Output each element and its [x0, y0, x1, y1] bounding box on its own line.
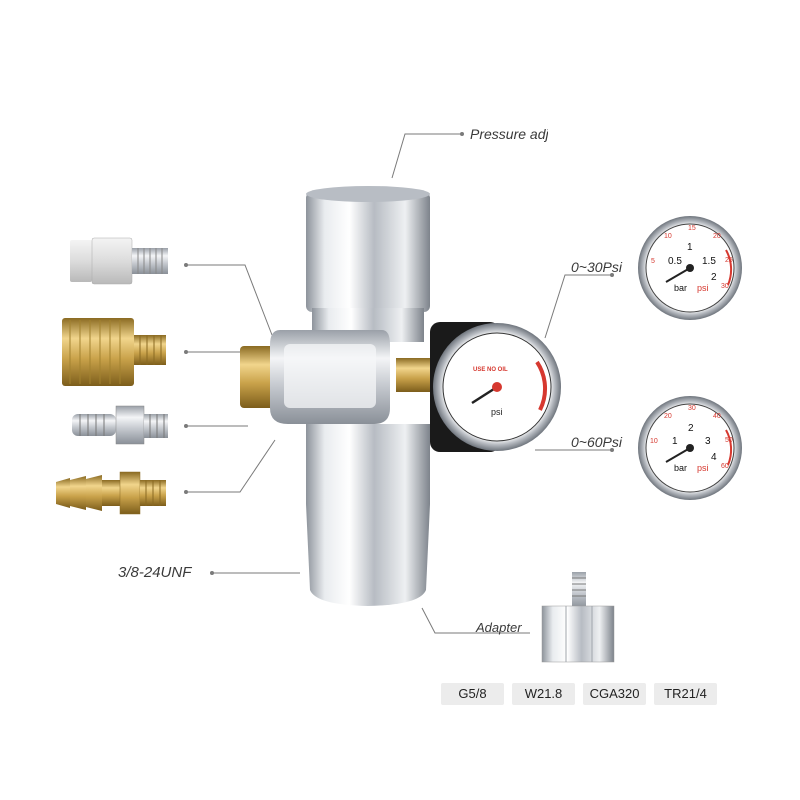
center-gauge-unit: psi — [491, 407, 503, 417]
pressure-adjust-label: Pressure adju — [470, 126, 548, 142]
gauge-60-psi-tick: 30 — [688, 405, 696, 412]
gauge-60-psi-tick: 20 — [664, 413, 672, 420]
gauge-30-bar-tick: 2 — [711, 272, 717, 283]
center-gauge-warning: USE NO OIL — [473, 367, 508, 373]
gauge-30-psi-tick: 5 — [651, 258, 655, 265]
adapter-label: Adapter — [476, 620, 522, 635]
gauge-30-psi-tick: 20 — [713, 233, 721, 240]
thread-spec-label: 3/8-24UNF — [118, 564, 192, 581]
gauge-60-bar-unit: bar — [674, 463, 688, 473]
gauge-30psi-dial — [638, 216, 742, 320]
gauge-60-psi-tick: 40 — [713, 413, 721, 420]
gauge-60-bar-tick: 3 — [705, 436, 711, 447]
regulator-body — [240, 186, 432, 606]
center-gauge — [430, 322, 561, 452]
gauge-60-psi-tick: 10 — [650, 438, 658, 445]
gauge-60psi-label: 0~60Psi — [571, 434, 622, 450]
gauge-60-bar-tick: 2 — [688, 423, 694, 434]
gauge-60-psi-tick: 60 — [721, 463, 729, 470]
brass-barb-fitting — [56, 471, 166, 515]
gauge-60-psi-tick: 50 — [725, 437, 733, 444]
gauge-30-psi-tick: 15 — [688, 225, 696, 232]
adapter-chip-cga320: CGA320 — [583, 683, 646, 705]
gauge-30-bar-tick: 0.5 — [668, 256, 682, 267]
callout-lines — [186, 133, 612, 634]
adapter-chip-tr214: TR21/4 — [654, 683, 717, 705]
gauge-30-bar-unit: bar — [674, 283, 688, 293]
gauge-30-bar-tick: 1.5 — [702, 256, 716, 267]
gauge-30-psi-tick: 10 — [664, 233, 672, 240]
gauge-30-psi-tick: 30 — [721, 283, 729, 290]
gauge-30-psi-unit: psi — [697, 283, 709, 293]
push-fit-fitting — [70, 237, 168, 285]
gauge-30psi-label: 0~30Psi — [571, 259, 622, 275]
gauge-60-psi-unit: psi — [697, 463, 709, 473]
brass-female-fitting — [62, 318, 166, 386]
gauge-30-psi-tick: 25 — [725, 257, 733, 264]
adapter-illustration — [541, 572, 615, 663]
gauge-60psi-dial — [638, 396, 742, 500]
chrome-nipple-fitting — [72, 405, 168, 445]
adapter-chip-g58: G5/8 — [441, 683, 504, 705]
adapter-chip-w218: W21.8 — [512, 683, 575, 705]
gauge-30-bar-tick: 1 — [687, 242, 693, 253]
gauge-60-bar-tick: 4 — [711, 452, 717, 463]
callout-dots — [184, 132, 614, 575]
gauge-60-bar-tick: 1 — [672, 436, 678, 447]
